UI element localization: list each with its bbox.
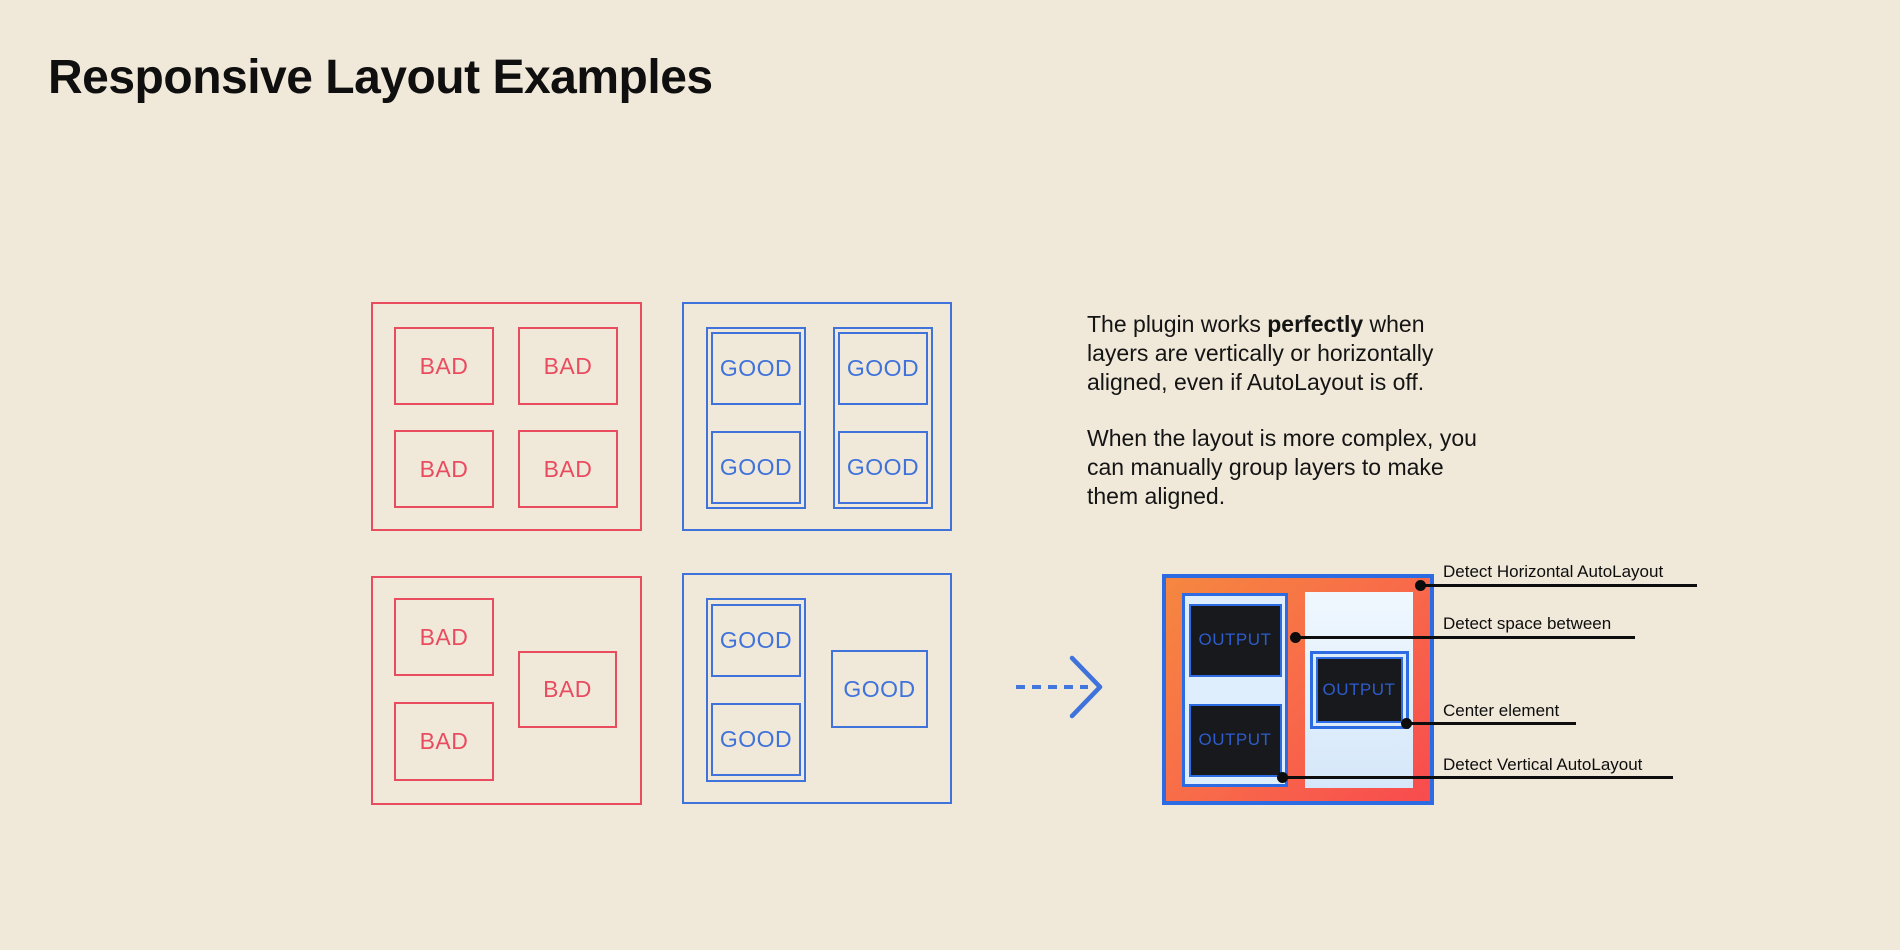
description-text: The plugin works perfectly when layers a… (1087, 310, 1567, 511)
annotation-label-center-element: Center element (1443, 701, 1560, 720)
description-paragraph-1: The plugin works perfectly when layers a… (1087, 311, 1434, 395)
output-preview-frame: OUTPUT OUTPUT OUTPUT (1162, 574, 1434, 805)
good-box: GOOD (838, 332, 928, 405)
bad-layout-complex-group: BAD BAD BAD (371, 576, 642, 805)
bad-box: BAD (518, 327, 618, 405)
good-box: GOOD (711, 332, 801, 405)
annotation-line (1283, 776, 1673, 779)
bad-box: BAD (518, 651, 617, 728)
bad-layout-aligned-group: BAD BAD BAD BAD (371, 302, 642, 531)
annotation-dot (1277, 772, 1288, 783)
good-layout-aligned-group: GOOD GOOD GOOD GOOD (682, 302, 952, 531)
vertical-autolayout-group: OUTPUT OUTPUT (1182, 593, 1288, 787)
annotation-label-detect-vertical-autolayout: Detect Vertical AutoLayout (1443, 755, 1643, 774)
bad-box: BAD (394, 327, 494, 405)
bad-box: BAD (394, 598, 494, 676)
good-box: GOOD (711, 431, 801, 504)
page-title: Responsive Layout Examples (48, 51, 713, 104)
annotation-line (1407, 722, 1576, 725)
bad-box: BAD (518, 430, 618, 508)
annotation-label-detect-horizontal-autolayout: Detect Horizontal AutoLayout (1443, 562, 1664, 581)
good-box: GOOD (838, 431, 928, 504)
output-box: OUTPUT (1188, 603, 1282, 677)
bad-box: BAD (394, 702, 494, 781)
annotation-line (1296, 636, 1635, 639)
annotation-label-detect-space-between: Detect space between (1443, 614, 1612, 633)
space-between-column: OUTPUT (1305, 592, 1413, 788)
good-group-wrapper: GOOD GOOD (706, 327, 806, 509)
good-box: GOOD (711, 703, 801, 776)
good-box: GOOD (711, 604, 801, 677)
transform-arrow-icon (1016, 655, 1103, 719)
bad-box: BAD (394, 430, 494, 508)
annotation-dot (1401, 718, 1412, 729)
center-element-group: OUTPUT (1309, 651, 1409, 729)
annotation-line (1421, 584, 1697, 587)
annotation-dot (1415, 580, 1426, 591)
annotation-dot (1290, 632, 1301, 643)
good-group-wrapper: GOOD GOOD (706, 598, 806, 782)
output-box: OUTPUT (1188, 703, 1282, 777)
description-paragraph-2: When the layout is more complex, you can… (1087, 425, 1477, 509)
good-layout-complex-group: GOOD GOOD GOOD (682, 573, 952, 804)
good-box: GOOD (831, 650, 928, 728)
good-group-wrapper: GOOD GOOD (833, 327, 933, 509)
output-box: OUTPUT (1315, 657, 1403, 723)
